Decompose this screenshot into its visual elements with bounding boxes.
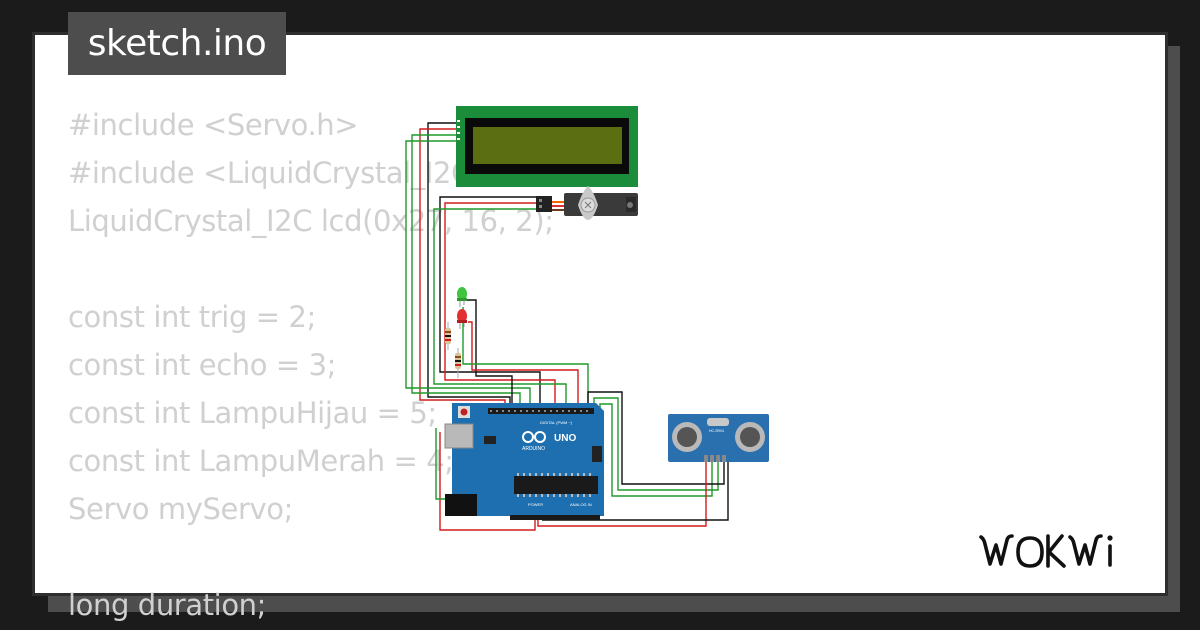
- led-green: [457, 287, 467, 307]
- code-line: const int trig = 2;: [68, 300, 316, 334]
- code-line: const int echo = 3;: [68, 348, 337, 382]
- resistor: [455, 348, 461, 378]
- wokwi-logo-icon: [979, 534, 1113, 568]
- digital-header-label: DIGITAL (PWM ~): [540, 420, 573, 425]
- code-line: long duration;: [68, 588, 267, 622]
- arduino-logo-icon: [522, 431, 546, 443]
- lcd-display: [456, 106, 638, 187]
- code-line: const int LampuMerah = 4;: [68, 444, 454, 478]
- ultrasonic-sensor: HC-SR04: [668, 414, 769, 462]
- code-line: #include <Servo.h>: [68, 108, 359, 142]
- resistor: [445, 322, 451, 350]
- arduino-uno-board: UNO ARDUINO DIGITAL (PWM ~) POWER ANALOG…: [444, 403, 604, 520]
- code-preview: #include <Servo.h>#include <LiquidCrysta…: [68, 101, 554, 629]
- arduino-brand-label: ARDUINO: [522, 446, 545, 452]
- servo-motor: [536, 186, 638, 220]
- wokwi-logo: [978, 528, 1148, 576]
- file-tab[interactable]: sketch.ino: [68, 12, 286, 75]
- arduino-model-label: UNO: [554, 433, 576, 444]
- analog-header-label: ANALOG IN: [570, 502, 592, 507]
- code-line: const int LampuHijau = 5;: [68, 396, 437, 430]
- led-red: [457, 309, 467, 329]
- power-header-label: POWER: [528, 502, 543, 507]
- ultrasonic-label: HC-SR04: [709, 429, 724, 433]
- code-line: Servo myServo;: [68, 492, 293, 526]
- wires: [405, 122, 729, 531]
